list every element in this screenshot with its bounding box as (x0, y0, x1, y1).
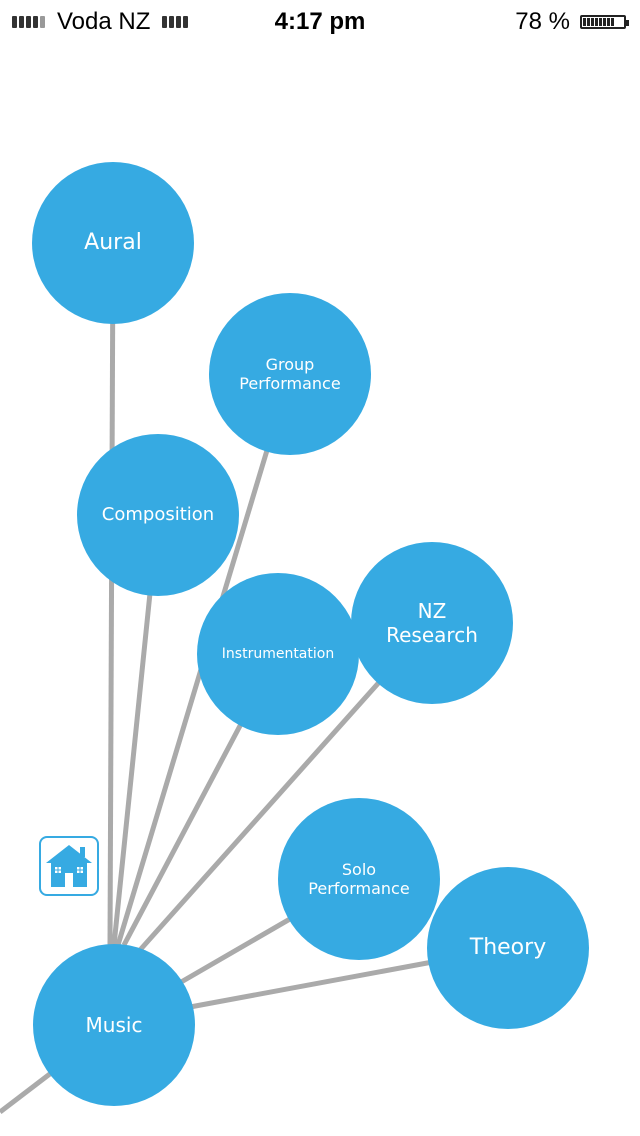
home-icon (46, 845, 92, 887)
battery-percent: 78 % (515, 8, 570, 35)
node-instrumentation[interactable]: Instrumentation (197, 573, 359, 735)
node-label: Theory (469, 934, 547, 960)
carrier-name: Voda NZ (57, 8, 151, 35)
node-theory[interactable]: Theory (427, 867, 589, 1029)
link-music-aural (107, 242, 116, 946)
node-label: Aural (84, 229, 142, 255)
clock: 4:17 pm (274, 8, 366, 35)
status-right: 78 % (515, 8, 629, 36)
node-label: Music (85, 1013, 143, 1037)
node-music[interactable]: Music (33, 944, 195, 1106)
battery-icon (580, 15, 629, 29)
status-bar: Voda NZ 4:17 pm 78 % (0, 0, 640, 40)
status-left: Voda NZ (12, 8, 189, 36)
node-composition[interactable]: Composition (77, 434, 239, 596)
wifi-icon (162, 16, 189, 28)
signal-strength-icon (12, 16, 45, 28)
node-aural[interactable]: Aural (32, 162, 194, 324)
node-label: Instrumentation (221, 645, 335, 662)
home-button[interactable] (39, 836, 99, 896)
node-label: Composition (101, 504, 215, 526)
